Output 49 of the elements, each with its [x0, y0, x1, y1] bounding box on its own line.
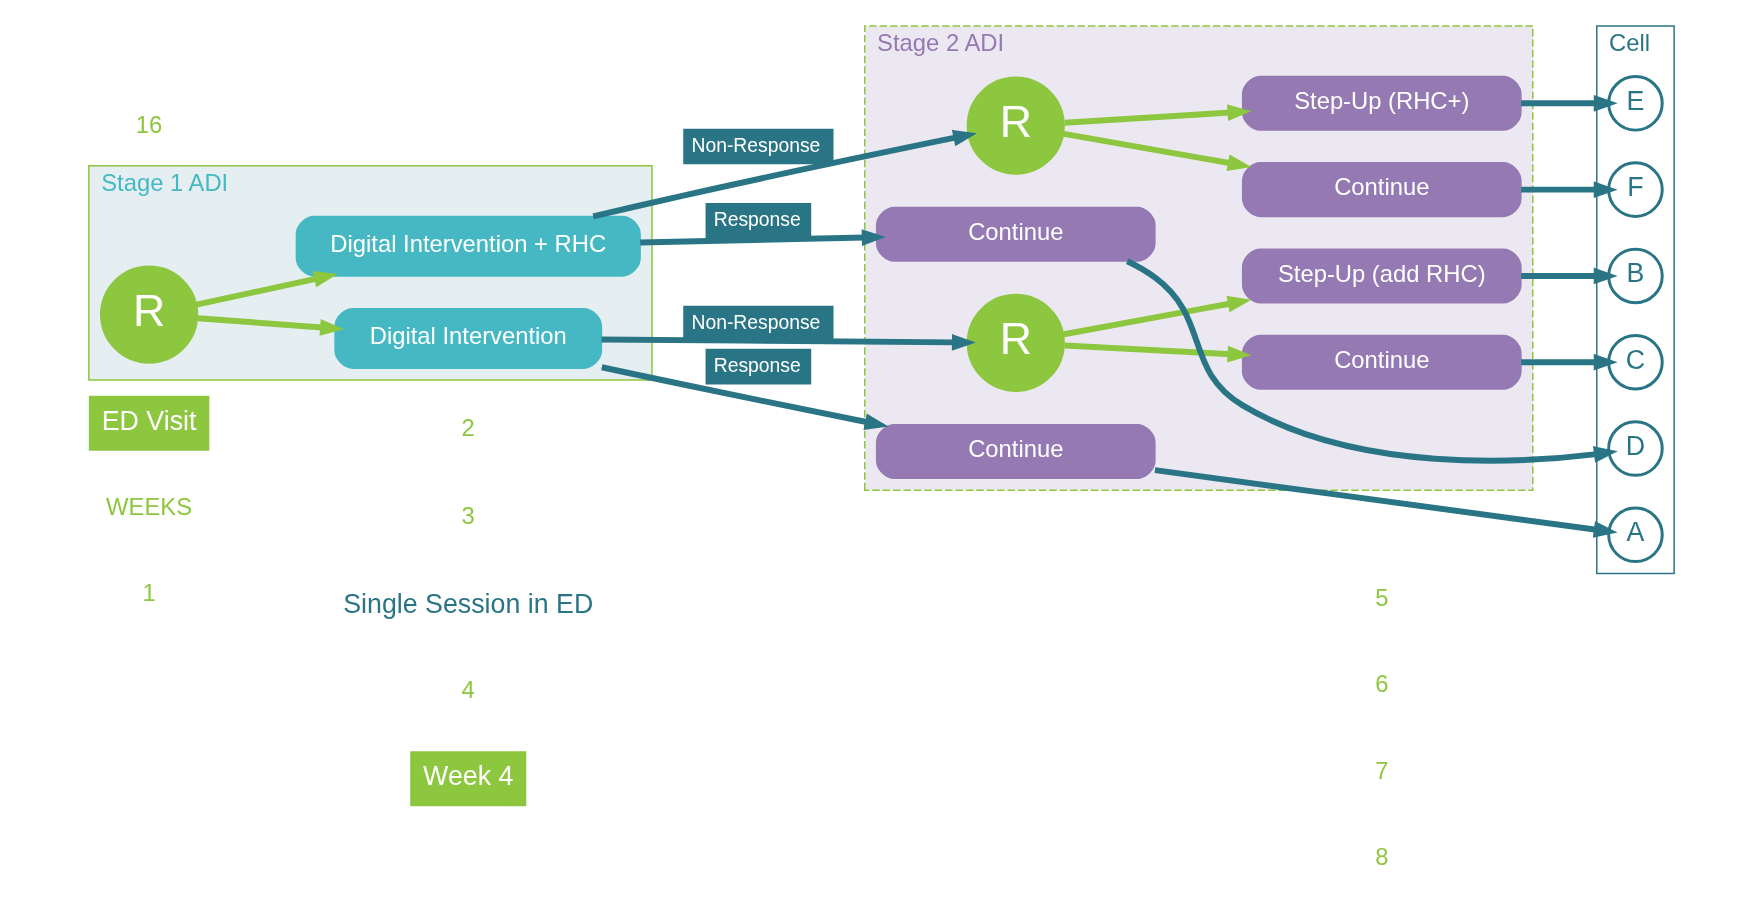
- label: 8: [1374, 842, 1388, 870]
- node-box: Step-Up (add RHC): [1241, 248, 1522, 304]
- arrow: [1064, 104, 1251, 126]
- label: ED Visit: [101, 405, 196, 436]
- node-box: Continue: [1241, 162, 1522, 218]
- node-box: Continue: [1241, 334, 1522, 390]
- edge-label: Non-Response: [690, 310, 820, 333]
- arrow: [639, 229, 886, 246]
- arrow: [1520, 181, 1618, 198]
- node-circle: B: [1606, 247, 1664, 305]
- arrow: [1064, 342, 1251, 363]
- node-circle: F: [1606, 161, 1664, 218]
- label: 16: [135, 110, 162, 138]
- arrow: [1520, 267, 1618, 285]
- arrow: [1062, 295, 1251, 338]
- label: 2: [461, 414, 475, 442]
- label: WEEKS: [105, 493, 192, 521]
- arrow: [601, 334, 976, 351]
- node-circle: C: [1606, 333, 1664, 391]
- node-box: Continue: [875, 423, 1156, 479]
- arrow: [195, 270, 338, 308]
- node-circle: A: [1606, 506, 1664, 564]
- label: 1: [141, 579, 156, 607]
- label: Single Session in ED: [342, 588, 593, 619]
- edge-label: Response: [713, 353, 801, 376]
- node-circle: E: [1606, 75, 1664, 132]
- label: 5: [1374, 583, 1388, 611]
- edge-label: Response: [713, 207, 801, 230]
- arrow: [1520, 94, 1618, 112]
- edge-label: Non-Response: [690, 133, 820, 156]
- arrow: [197, 315, 344, 336]
- node-box: Digital Intervention + RHC: [295, 215, 641, 277]
- arrow: [1125, 258, 1618, 464]
- label: 6: [1374, 670, 1388, 698]
- arrow: [1154, 467, 1618, 538]
- node-circle: R: [966, 76, 1065, 175]
- label: 4: [461, 676, 475, 704]
- arrow: [600, 364, 889, 430]
- node-circle: R: [966, 293, 1065, 392]
- node-box: Continue: [875, 206, 1156, 262]
- node-box: Digital Intervention: [333, 307, 602, 369]
- node-circle: D: [1606, 420, 1664, 477]
- label: 7: [1374, 756, 1388, 784]
- label: Week 4: [422, 761, 513, 792]
- node-box: Step-Up (RHC+): [1241, 75, 1522, 131]
- arrow: [1062, 130, 1251, 171]
- label: 3: [461, 502, 475, 530]
- node-circle: R: [99, 265, 198, 364]
- arrow: [1520, 353, 1618, 371]
